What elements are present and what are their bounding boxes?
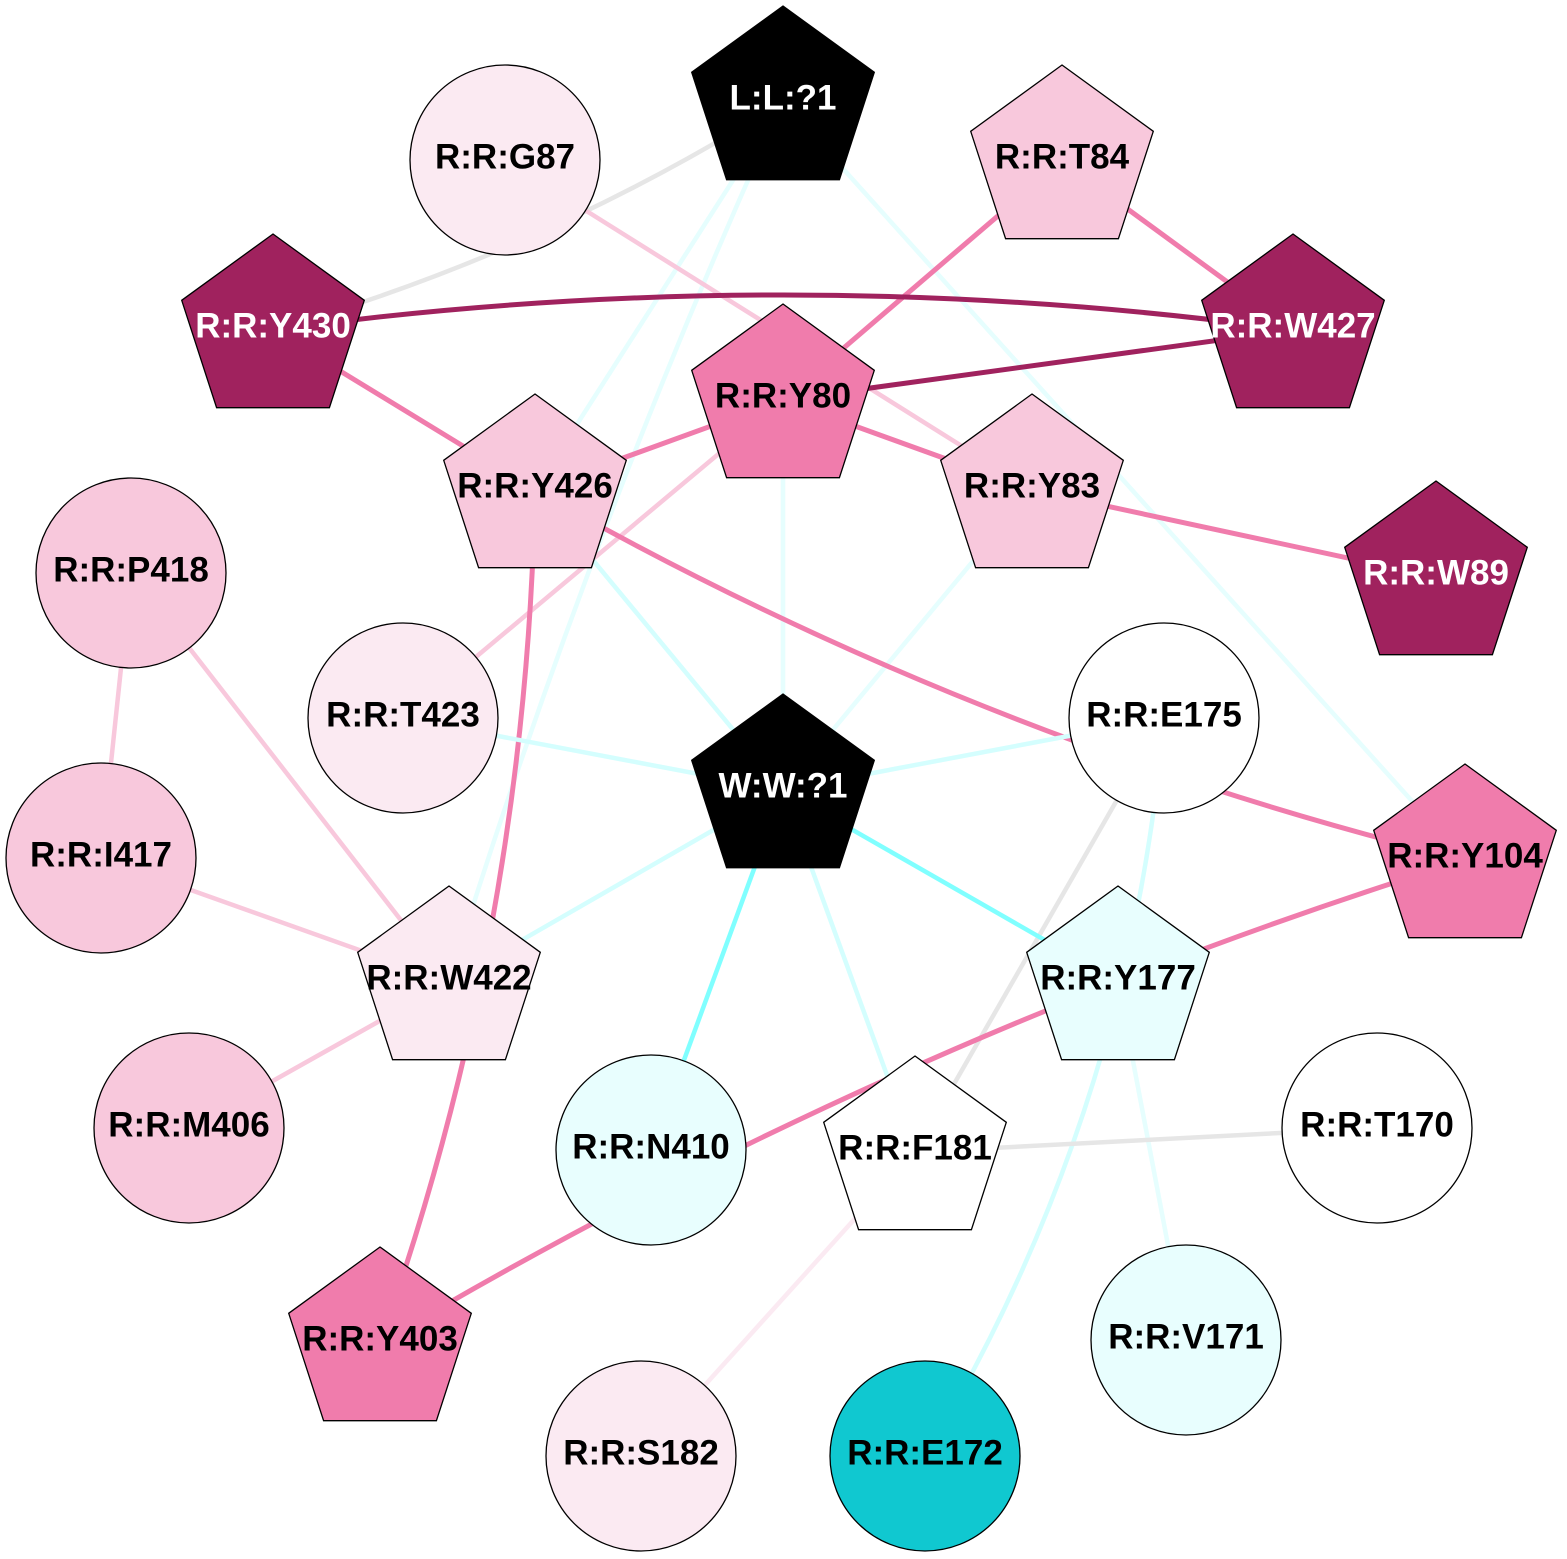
node-pentagon xyxy=(1025,885,1211,1061)
node-circle xyxy=(555,1054,747,1246)
node-r-r-t423[interactable]: R:R:T423 xyxy=(307,622,499,814)
node-w-w-1[interactable]: W:W:?1 xyxy=(690,693,876,869)
node-label: R:R:E172 xyxy=(847,1434,1003,1473)
node-pentagon xyxy=(939,393,1125,569)
node-label: R:R:Y104 xyxy=(1387,837,1543,876)
node-r-r-y403[interactable]: R:R:Y403 xyxy=(287,1246,473,1422)
node-circle xyxy=(93,1032,285,1224)
node-pentagon xyxy=(1343,480,1529,656)
node-label: R:R:I417 xyxy=(30,836,172,875)
node-r-r-t84[interactable]: R:R:T84 xyxy=(969,64,1155,240)
node-label: R:R:Y430 xyxy=(195,307,351,346)
node-r-r-t170[interactable]: R:R:T170 xyxy=(1281,1032,1473,1224)
node-r-r-y177[interactable]: R:R:Y177 xyxy=(1025,885,1211,1061)
node-r-r-i417[interactable]: R:R:I417 xyxy=(5,762,197,954)
node-circle xyxy=(829,1360,1021,1552)
node-pentagon xyxy=(690,693,876,869)
node-r-r-y80[interactable]: R:R:Y80 xyxy=(690,303,876,479)
node-l-l-1[interactable]: L:L:?1 xyxy=(690,5,876,181)
node-pentagon xyxy=(442,393,628,569)
node-pentagon xyxy=(287,1246,473,1422)
node-circle xyxy=(545,1360,737,1552)
node-circle xyxy=(35,477,227,669)
node-circle xyxy=(1090,1244,1282,1436)
node-label: R:R:Y177 xyxy=(1040,959,1196,998)
node-r-r-f181[interactable]: R:R:F181 xyxy=(822,1055,1008,1231)
node-label: W:W:?1 xyxy=(719,767,848,806)
node-r-r-w422[interactable]: R:R:W422 xyxy=(356,885,542,1061)
node-label: R:R:P418 xyxy=(53,551,209,590)
node-r-r-m406[interactable]: R:R:M406 xyxy=(93,1032,285,1224)
node-pentagon xyxy=(356,885,542,1061)
node-label: R:R:N410 xyxy=(572,1128,730,1167)
node-circle xyxy=(1068,622,1260,814)
node-r-r-p418[interactable]: R:R:P418 xyxy=(35,477,227,669)
node-pentagon xyxy=(1372,763,1558,939)
node-r-r-w89[interactable]: R:R:W89 xyxy=(1343,480,1529,656)
node-r-r-s182[interactable]: R:R:S182 xyxy=(545,1360,737,1552)
node-label: R:R:Y426 xyxy=(457,467,613,506)
node-r-r-w427[interactable]: R:R:W427 xyxy=(1200,233,1386,409)
node-label: L:L:?1 xyxy=(730,79,837,118)
node-r-r-n410[interactable]: R:R:N410 xyxy=(555,1054,747,1246)
node-circle xyxy=(307,622,499,814)
node-r-r-g87[interactable]: R:R:G87 xyxy=(409,64,601,256)
node-label: R:R:G87 xyxy=(435,138,575,177)
node-r-r-y104[interactable]: R:R:Y104 xyxy=(1372,763,1558,939)
node-r-r-y426[interactable]: R:R:Y426 xyxy=(442,393,628,569)
node-circle xyxy=(1281,1032,1473,1224)
node-label: R:R:W89 xyxy=(1363,554,1509,593)
node-r-r-y83[interactable]: R:R:Y83 xyxy=(939,393,1125,569)
node-label: R:R:W422 xyxy=(366,959,531,998)
node-pentagon xyxy=(822,1055,1008,1231)
node-r-r-v171[interactable]: R:R:V171 xyxy=(1090,1244,1282,1436)
node-r-r-e172[interactable]: R:R:E172 xyxy=(829,1360,1021,1552)
node-label: R:R:F181 xyxy=(838,1129,992,1168)
node-label: R:R:E175 xyxy=(1086,696,1242,735)
node-label: R:R:Y403 xyxy=(302,1320,458,1359)
node-label: R:R:W427 xyxy=(1210,307,1375,346)
node-label: R:R:T170 xyxy=(1300,1106,1454,1145)
node-label: R:R:Y80 xyxy=(715,377,851,416)
node-r-r-e175[interactable]: R:R:E175 xyxy=(1068,622,1260,814)
node-pentagon xyxy=(969,64,1155,240)
node-pentagon xyxy=(690,303,876,479)
edge-r-r-y426-r-r-y104 xyxy=(533,487,1466,863)
node-pentagon xyxy=(1200,233,1386,409)
node-circle xyxy=(409,64,601,256)
node-pentagon xyxy=(180,233,366,409)
edge-r-r-y430-r-r-w427 xyxy=(272,292,1294,333)
node-circle xyxy=(5,762,197,954)
node-r-r-y430[interactable]: R:R:Y430 xyxy=(180,233,366,409)
edge-l-l-1-r-r-y104 xyxy=(781,100,1467,862)
node-pentagon xyxy=(690,5,876,181)
node-label: R:R:T423 xyxy=(326,696,480,735)
node-label: R:R:V171 xyxy=(1108,1318,1264,1357)
node-label: R:R:Y83 xyxy=(964,467,1100,506)
node-label: R:R:T84 xyxy=(995,138,1130,177)
node-label: R:R:S182 xyxy=(563,1434,719,1473)
edge-r-r-e175-r-r-e172 xyxy=(923,717,1167,1458)
node-label: R:R:M406 xyxy=(108,1106,269,1145)
